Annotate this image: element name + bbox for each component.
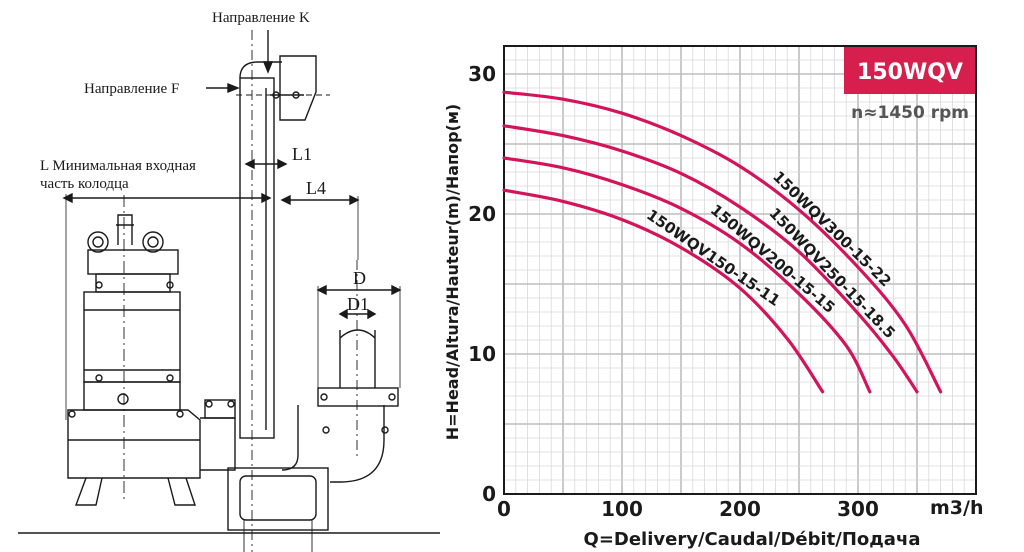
x-tick-label: 100: [601, 497, 643, 521]
chart-grid: [503, 45, 977, 495]
y-tick-label: 0: [482, 482, 496, 506]
dim-l1-label: L1: [292, 144, 312, 164]
tick-labels: 0 100 200 300 0 10 20 30: [468, 62, 879, 521]
speed-label: n≈1450 rpm: [851, 103, 969, 123]
direction-f-label: Направление F: [84, 81, 179, 97]
pump-installation-drawing: [18, 30, 440, 552]
min-inlet-label-line2: часть колодца: [40, 176, 129, 192]
x-unit-label: m3/h: [930, 497, 983, 519]
y-tick-label: 20: [468, 202, 496, 226]
y-axis-title: H=Head/Altura/Hauteur(m)/Напор(м): [443, 104, 462, 440]
dim-d1-label: D1: [347, 294, 369, 314]
curve-1: [502, 90, 943, 394]
direction-k-label: Направление K: [212, 10, 310, 26]
curve-2: [502, 124, 919, 394]
curve-3: [502, 156, 872, 394]
x-tick-label: 300: [837, 497, 879, 521]
drawing-labels: Направление K Направление F L Минимальна…: [40, 10, 369, 314]
curve-4: [502, 188, 825, 394]
min-inlet-label-line1: L Минимальная входная: [40, 158, 196, 174]
y-tick-label: 30: [468, 62, 496, 86]
dim-d-label: D: [353, 268, 366, 288]
dim-l4-label: L4: [306, 178, 326, 198]
curves: [502, 90, 943, 394]
plot-frame: [503, 45, 977, 495]
x-tick-label: 200: [719, 497, 761, 521]
model-badge: [844, 47, 975, 94]
y-tick-label: 10: [468, 342, 496, 366]
x-tick-label: 0: [497, 497, 511, 521]
x-axis-title: Q=Delivery/Caudal/Débit/Подача: [584, 529, 921, 550]
model-badge-text: 150WQV: [857, 60, 963, 85]
